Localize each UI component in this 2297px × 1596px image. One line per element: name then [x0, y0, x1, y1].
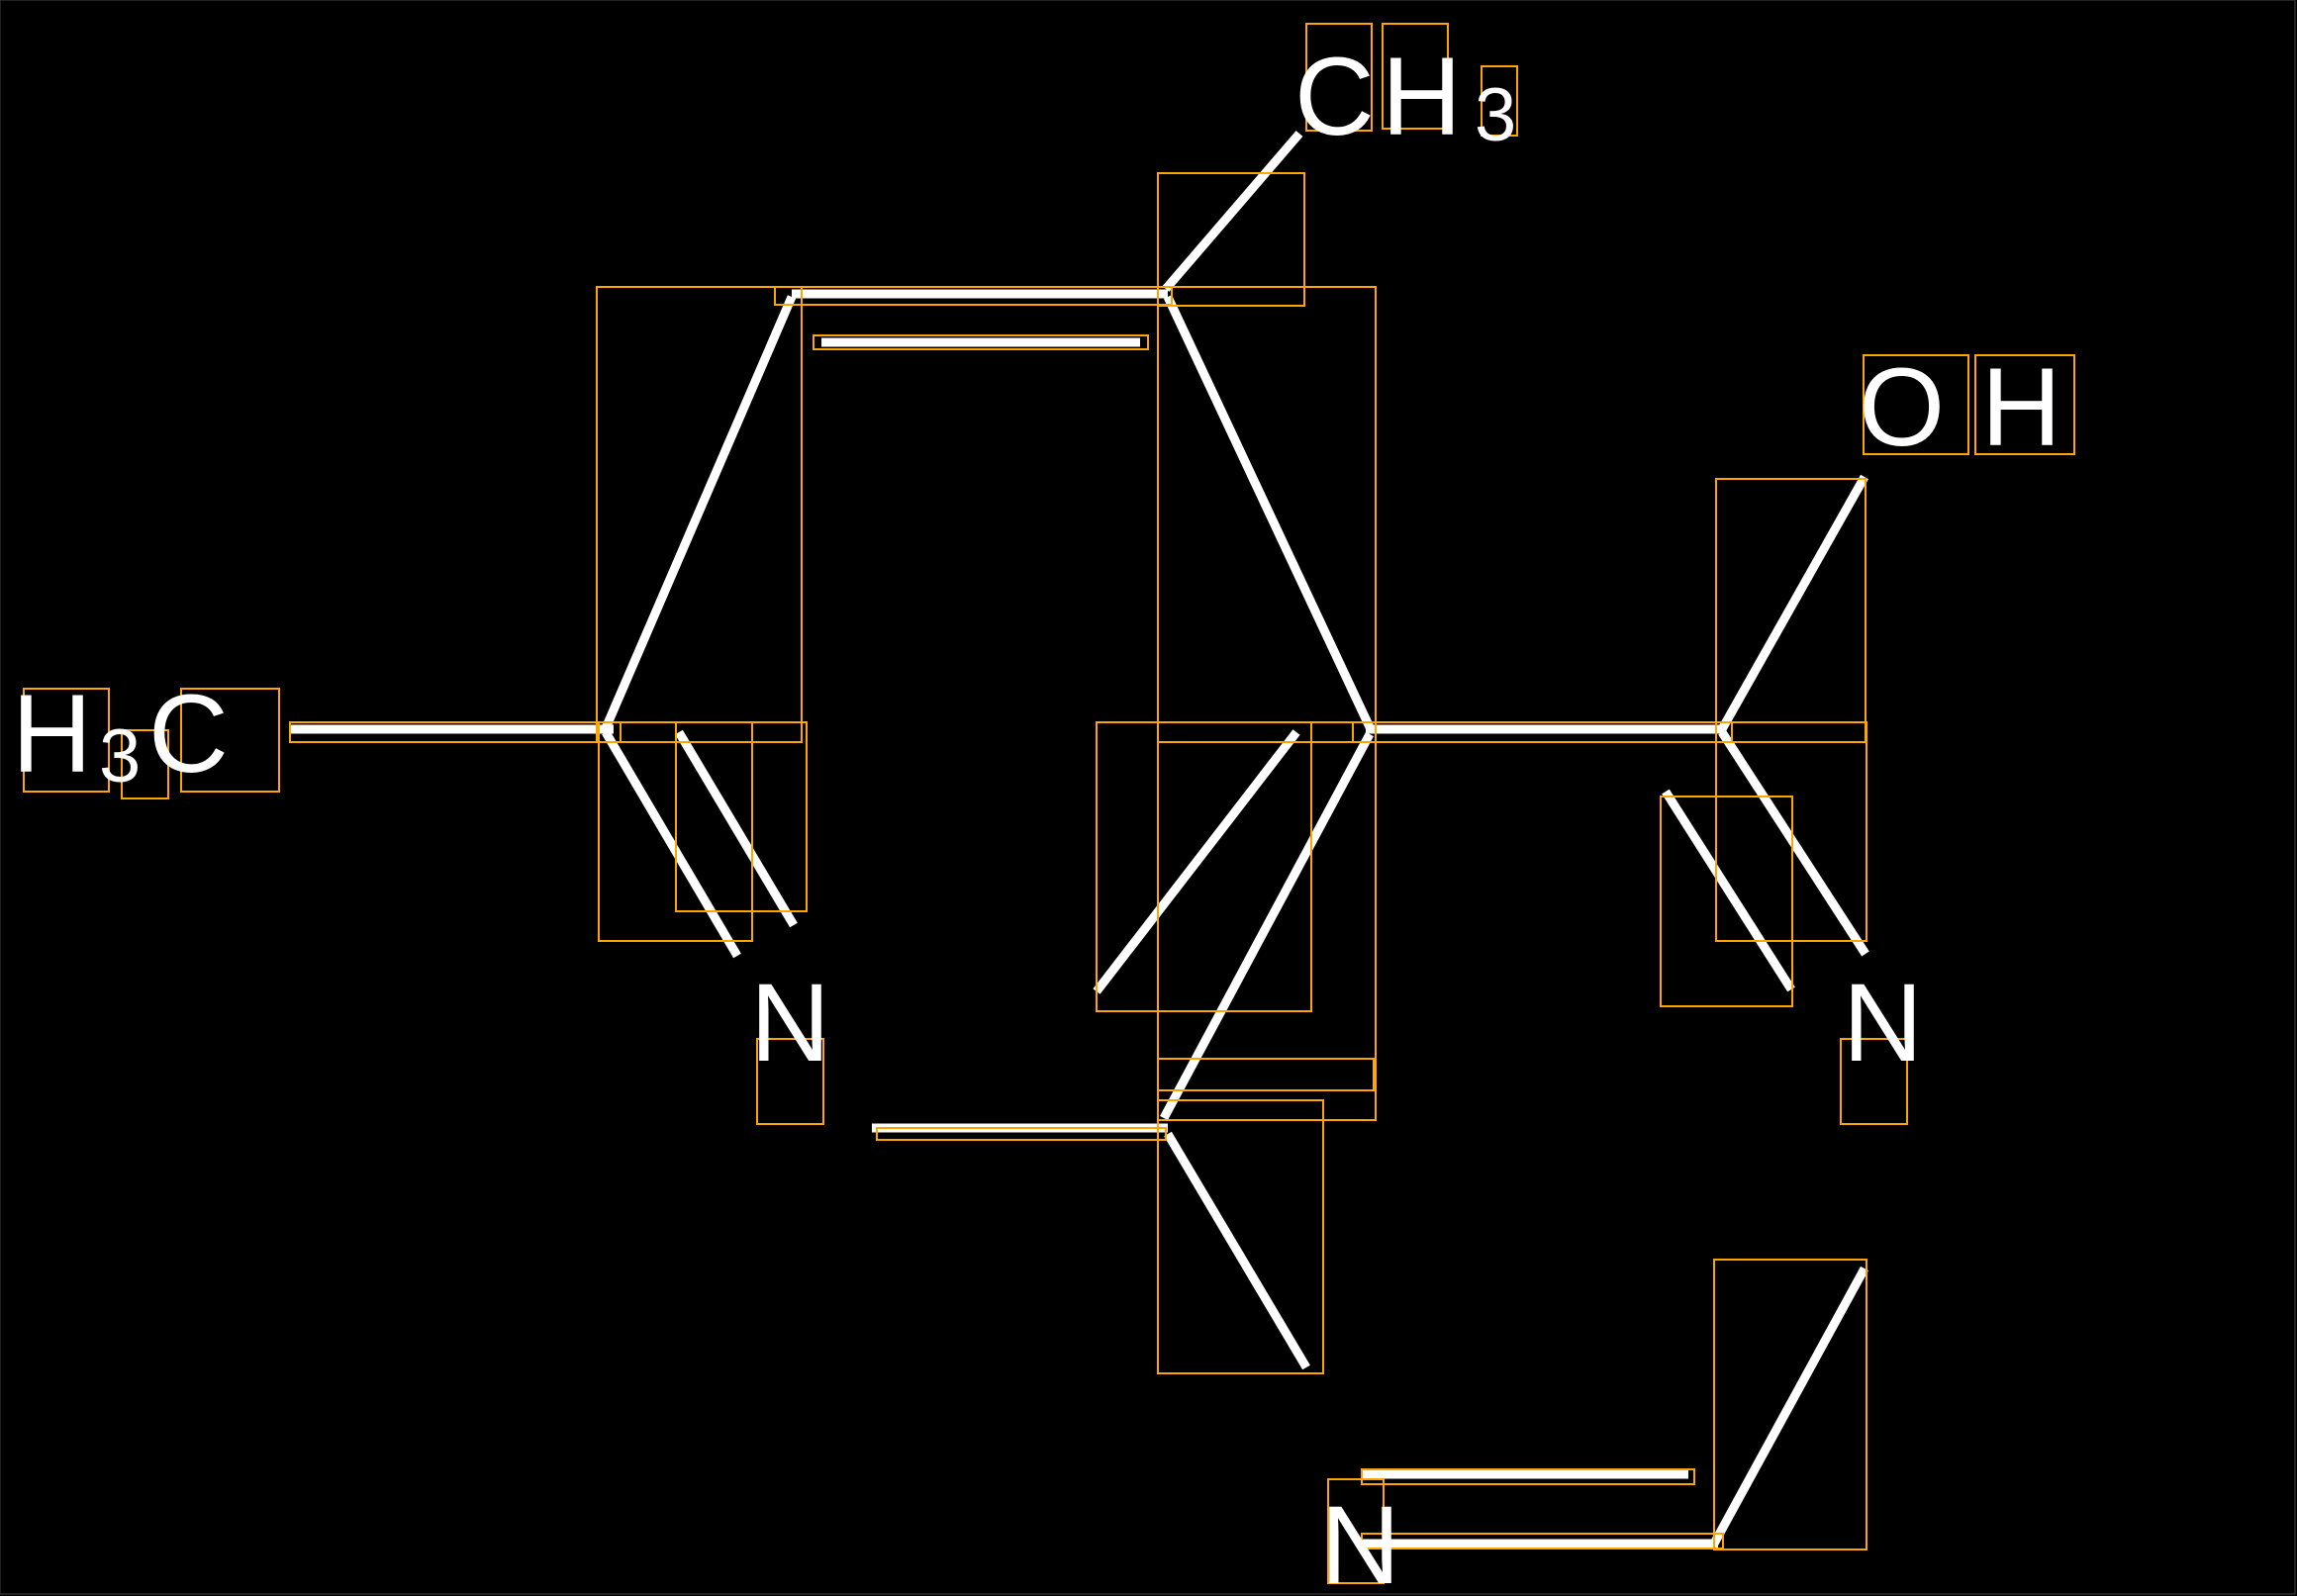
- bounding-box: [121, 729, 169, 799]
- bounding-box: [876, 1127, 1167, 1141]
- bounding-box: [1157, 286, 1377, 743]
- atom-h: H: [1981, 345, 2061, 469]
- atom-ch3-top: C H 3: [1294, 35, 1516, 158]
- atom-h3c-left: H 3 C: [12, 672, 229, 798]
- bounding-box: [756, 1038, 824, 1125]
- bond-line: [1662, 789, 1795, 992]
- bounding-box: [596, 286, 803, 743]
- atom-c: C: [148, 672, 229, 796]
- subscript-3: 3: [99, 714, 141, 798]
- atom-o: O: [1859, 345, 1945, 469]
- bounding-box: [1715, 478, 1866, 743]
- bounding-box: [1327, 1478, 1385, 1584]
- bounding-box: [1974, 354, 2075, 455]
- bounding-box: [180, 688, 280, 793]
- bounding-box: [1157, 172, 1305, 307]
- bounding-box: [1382, 23, 1449, 130]
- bounding-box: [1361, 1468, 1695, 1485]
- atom-c: C: [1294, 35, 1375, 158]
- bounding-box: [1713, 1259, 1867, 1550]
- bounding-box: [289, 721, 622, 743]
- bounding-box: [1157, 1099, 1324, 1374]
- bond-line: [1718, 729, 1869, 957]
- atom-h: H: [12, 672, 92, 796]
- atom-n-bottom: N: [1320, 1483, 1400, 1596]
- bond-line: [1163, 295, 1375, 729]
- bounding-box: [774, 286, 1173, 306]
- atom-n-right: N: [1843, 961, 1923, 1084]
- bounding-box: [1863, 354, 1969, 455]
- bounding-box: [1840, 1038, 1908, 1125]
- atom-n-left: N: [750, 961, 830, 1084]
- bounding-box: [1305, 23, 1373, 132]
- bond-line: [1162, 131, 1303, 292]
- bounding-box: [1660, 796, 1793, 1007]
- bounding-box: [1352, 721, 1733, 743]
- bond-line: [675, 729, 798, 928]
- bond-line: [1164, 1131, 1310, 1370]
- bond-line: [601, 295, 797, 730]
- bond-line: [1093, 729, 1300, 994]
- bond-line: [602, 729, 741, 959]
- bounding-box: [813, 334, 1149, 350]
- bounding-box: [675, 721, 808, 912]
- bounding-box: [1157, 721, 1377, 1121]
- atom-h: H: [1382, 35, 1462, 158]
- bounding-box: [1361, 1533, 1724, 1549]
- bond-line: [1710, 1266, 1868, 1547]
- bounding-box: [23, 688, 110, 793]
- subscript-3: 3: [1475, 73, 1516, 157]
- bond-line: [1160, 731, 1374, 1121]
- bounding-boxes: [23, 23, 2075, 1584]
- bounding-box: [1481, 65, 1518, 137]
- bonds: [290, 131, 1869, 1549]
- bounding-box: [1157, 1058, 1375, 1091]
- atom-oh: O H: [1859, 345, 2061, 469]
- bond-line: [1718, 474, 1868, 732]
